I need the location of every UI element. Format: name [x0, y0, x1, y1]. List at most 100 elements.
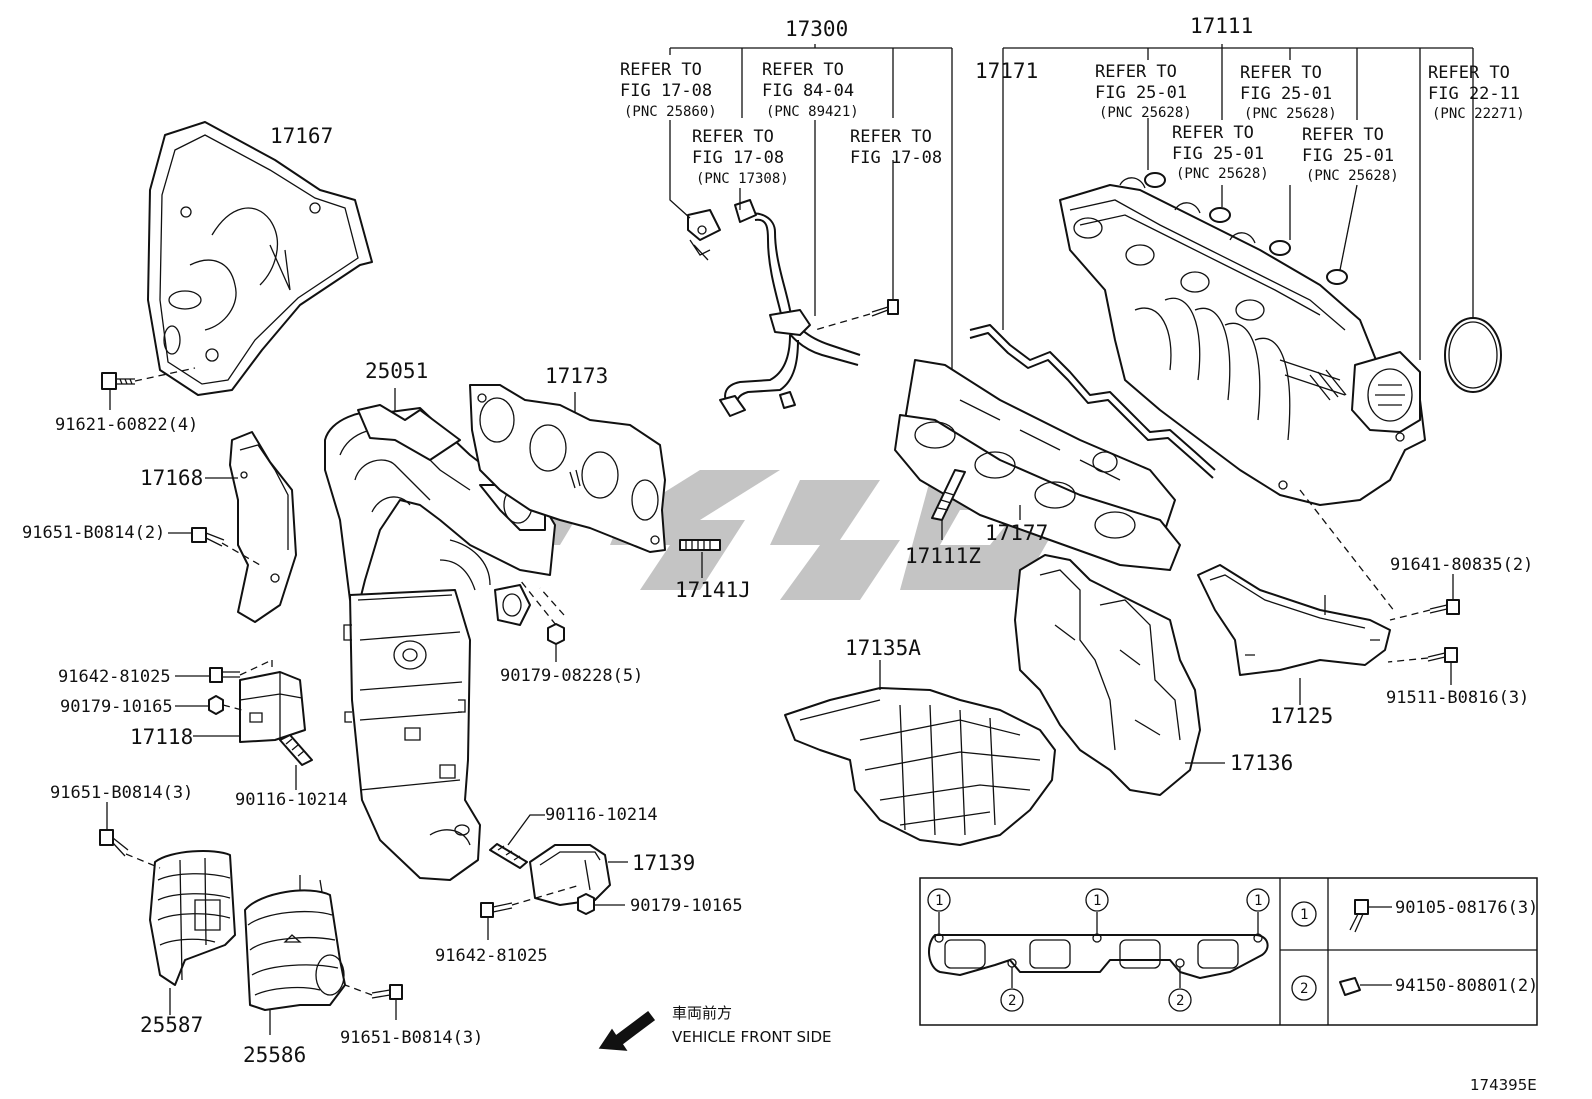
bolt-label-90179-08228: 90179-08228(5) — [500, 666, 643, 686]
svg-text:FIG 25-01: FIG 25-01 — [1302, 146, 1394, 166]
part-label-25051: 25051 — [365, 359, 428, 383]
part-17111-drawing — [1059, 177, 1426, 506]
part-label-17300: 17300 — [785, 17, 848, 41]
svg-text:FIG 17-08: FIG 17-08 — [692, 148, 784, 168]
bolt-17300-icon — [814, 160, 899, 331]
svg-text:FIG 17-08: FIG 17-08 — [850, 148, 942, 168]
svg-text:(PNC 25628): (PNC 25628) — [1176, 166, 1269, 182]
part-label-17141j: 17141J — [675, 578, 751, 602]
svg-text:FIG 25-01: FIG 25-01 — [1172, 144, 1264, 164]
part-25586-drawing — [244, 875, 346, 1035]
leader-17111 — [1003, 44, 1474, 360]
legend-marker-1-a: 1 — [935, 893, 943, 909]
o-ring-icons — [1144, 172, 1502, 393]
part-17171-drawing — [969, 48, 1216, 479]
svg-text:(PNC 25628): (PNC 25628) — [1306, 168, 1399, 184]
bolt-label-90116-right: 90116-10214 — [545, 805, 658, 825]
svg-text:(PNC 89421): (PNC 89421) — [766, 104, 859, 120]
bolt-label-90179-right: 90179-10165 — [630, 896, 743, 916]
stud-90116-right-icon — [489, 814, 545, 869]
bolt-label-91641: 91641-80835(2) — [1390, 555, 1533, 575]
refer-note-2: REFER TO FIG 84-04 (PNC 89421) — [762, 60, 859, 120]
part-label-17177: 17177 — [985, 521, 1048, 545]
svg-text:REFER TO: REFER TO — [762, 60, 844, 80]
part-17136-drawing — [1014, 554, 1225, 796]
refer-note-6: REFER TO FIG 25-01 (PNC 25628) — [1240, 63, 1337, 122]
svg-text:REFER TO: REFER TO — [850, 127, 932, 147]
svg-text:REFER TO: REFER TO — [692, 127, 774, 147]
part-label-17139: 17139 — [632, 851, 695, 875]
svg-text:REFER TO: REFER TO — [1240, 63, 1322, 83]
part-17177-drawing — [894, 359, 1181, 571]
part-label-17118: 17118 — [130, 725, 193, 749]
legend-part-2: 94150-80801(2) — [1395, 976, 1538, 996]
svg-text:REFER TO: REFER TO — [620, 60, 702, 80]
svg-text:FIG 84-04: FIG 84-04 — [762, 81, 854, 101]
svg-text:REFER TO: REFER TO — [1302, 125, 1384, 145]
refer-note-7: REFER TO FIG 25-01 (PNC 25628) — [1172, 123, 1269, 182]
svg-text:FIG 22-11: FIG 22-11 — [1428, 84, 1520, 104]
part-label-17111: 17111 — [1190, 14, 1253, 38]
bolt-91642-left-icon — [175, 659, 273, 683]
bolt-label-91651-3-left: 91651-B0814(3) — [50, 783, 193, 803]
part-25051-drawing — [324, 388, 556, 881]
part-17139-drawing — [529, 844, 628, 906]
svg-text:(PNC 22271): (PNC 22271) — [1432, 106, 1525, 122]
part-label-17135a: 17135A — [845, 636, 921, 660]
legend-key-2: 2 — [1300, 981, 1308, 997]
refer-note-9: REFER TO FIG 22-11 (PNC 22271) — [1428, 63, 1525, 122]
vehicle-front-arrow-icon — [598, 1010, 656, 1051]
svg-text:REFER TO: REFER TO — [1095, 62, 1177, 82]
bolt-91651-3-right-icon — [344, 984, 403, 1020]
bolt-label-91642-left: 91642-81025 — [58, 667, 171, 687]
part-label-17171: 17171 — [975, 59, 1038, 83]
bolt-91642-right-icon — [480, 884, 581, 940]
figure-id: 174395E — [1470, 1076, 1537, 1094]
part-label-17111z: 17111Z — [905, 544, 981, 568]
svg-text:FIG 25-01: FIG 25-01 — [1095, 83, 1187, 103]
part-label-17173: 17173 — [545, 364, 608, 388]
bolt-label-91651-3-right: 91651-B0814(3) — [340, 1028, 483, 1048]
legend-marker-1-b: 1 — [1093, 893, 1101, 909]
part-17168-drawing — [205, 431, 297, 623]
refer-note-3: REFER TO FIG 17-08 (PNC 17308) — [692, 127, 789, 187]
part-17118-drawing — [193, 660, 306, 743]
nut-90179-left-icon — [175, 695, 243, 715]
bolt-91651-2-icon — [168, 527, 261, 566]
part-label-17125: 17125 — [1270, 704, 1333, 728]
part-17125-drawing — [1197, 564, 1391, 705]
part-label-17167: 17167 — [270, 124, 333, 148]
part-label-25586: 25586 — [243, 1043, 306, 1067]
stud-17141j-icon — [679, 539, 721, 578]
svg-text:(PNC 25860): (PNC 25860) — [624, 104, 717, 120]
refer-note-5: REFER TO FIG 25-01 (PNC 25628) — [1095, 62, 1192, 121]
vehicle-front-en: VEHICLE FRONT SIDE — [672, 1028, 832, 1046]
legend-marker-1-c: 1 — [1254, 893, 1262, 909]
legend-box — [919, 877, 1538, 1026]
nut-90179-right-icon — [577, 893, 625, 915]
stud-17111z-icon — [931, 469, 966, 540]
bolt-label-91511: 91511-B0816(3) — [1386, 688, 1529, 708]
refer-note-4: REFER TO FIG 17-08 — [850, 127, 942, 168]
legend-marker-2-a: 2 — [1008, 993, 1016, 1009]
svg-text:FIG 17-08: FIG 17-08 — [620, 81, 712, 101]
svg-text:(PNC 17308): (PNC 17308) — [696, 171, 789, 187]
bolt-91511-icon — [1387, 647, 1458, 685]
part-17135a-drawing — [784, 660, 1056, 846]
part-25587-drawing — [149, 850, 236, 1015]
svg-text:REFER TO: REFER TO — [1428, 63, 1510, 83]
legend-marker-2-b: 2 — [1176, 993, 1184, 1009]
svg-text:(PNC 25628): (PNC 25628) — [1099, 105, 1192, 121]
refer-note-8: REFER TO FIG 25-01 (PNC 25628) — [1302, 125, 1399, 184]
bolt-label-90179-left: 90179-10165 — [60, 697, 173, 717]
nut-90179-08228-icon — [519, 579, 565, 662]
refer-note-1: REFER TO FIG 17-08 (PNC 25860) — [620, 60, 717, 120]
part-label-17136: 17136 — [1230, 751, 1293, 775]
svg-text:FIG 25-01: FIG 25-01 — [1240, 84, 1332, 104]
svg-text:(PNC 25628): (PNC 25628) — [1244, 106, 1337, 122]
part-label-17168: 17168 — [140, 466, 203, 490]
bolt-91621-icon — [101, 367, 196, 410]
part-17167-drawing — [147, 121, 373, 396]
part-17173-drawing — [469, 384, 666, 553]
